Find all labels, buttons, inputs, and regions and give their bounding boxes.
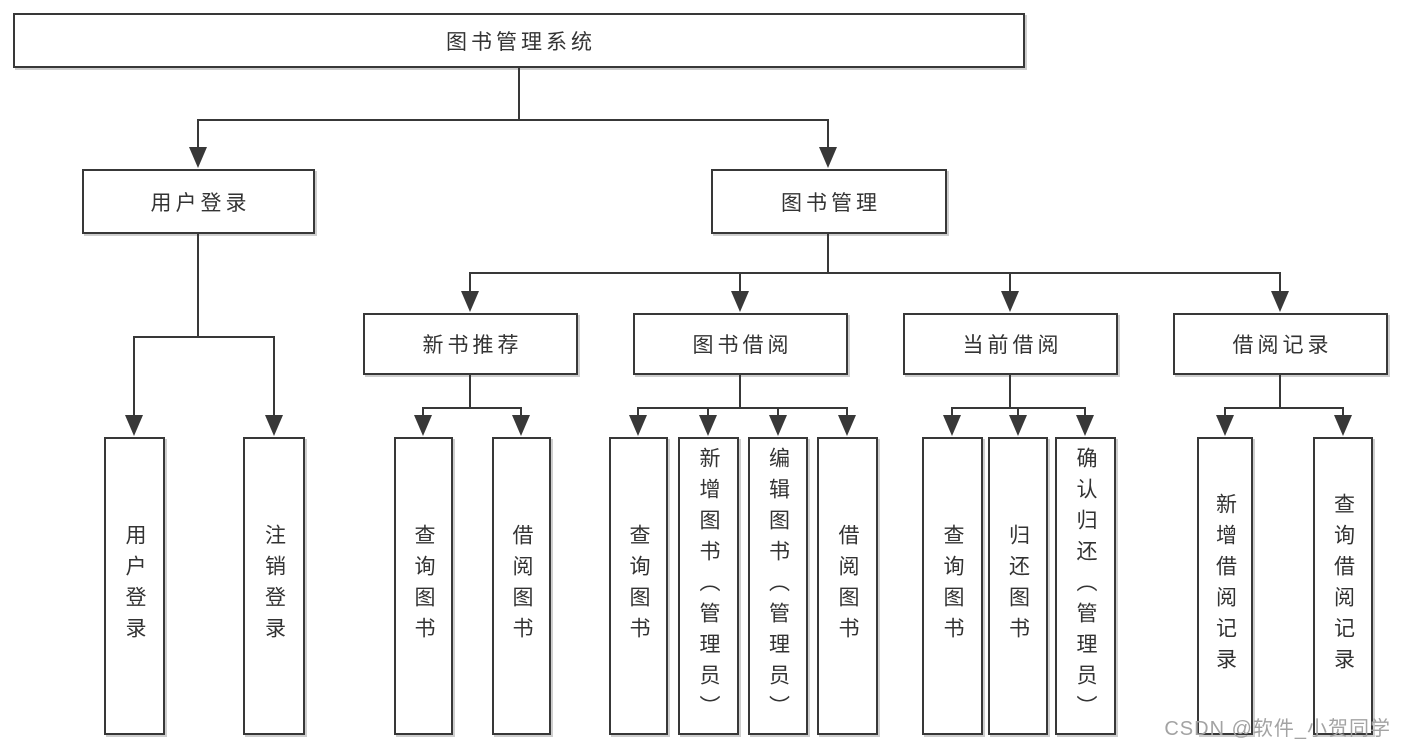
arrowhead-down-icon: [1009, 415, 1027, 436]
node-query-books-2: 查询图书: [609, 437, 668, 735]
node-user-login-leaf-label: 用户登录: [123, 524, 146, 648]
node-return-book: 归还图书: [988, 437, 1048, 735]
node-query-borrow-record-label: 查询借阅记录: [1331, 493, 1355, 679]
node-root-label: 图书管理系统: [446, 30, 596, 54]
connector-line: [520, 407, 522, 420]
node-book-borrowing-label: 图书借阅: [692, 334, 793, 357]
connector-line: [518, 68, 520, 120]
connector-line: [1009, 375, 1011, 408]
connector-line: [423, 407, 522, 409]
arrowhead-down-icon: [629, 415, 647, 436]
connector-line: [197, 119, 199, 150]
node-user-login: 用户登录: [82, 169, 315, 234]
node-query-books-1: 查询图书: [394, 437, 453, 735]
node-query-books-3-label: 查询图书: [941, 524, 964, 648]
connector-line: [638, 407, 848, 409]
connector-line: [1009, 272, 1011, 294]
arrowhead-down-icon: [1271, 291, 1289, 312]
node-edit-book-admin: 编辑图书（管理员）: [748, 437, 808, 735]
arrowhead-down-icon: [769, 415, 787, 436]
arrowhead-down-icon: [699, 415, 717, 436]
connector-line: [1279, 272, 1281, 294]
node-borrow-books-1: 借阅图书: [492, 437, 551, 735]
connector-line: [469, 375, 471, 408]
connector-line: [1084, 407, 1086, 420]
arrowhead-down-icon: [1001, 291, 1019, 312]
node-logout: 注销登录: [243, 437, 305, 735]
node-book-management-label: 图书管理: [781, 191, 881, 215]
arrowhead-down-icon: [731, 291, 749, 312]
arrowhead-down-icon: [125, 415, 143, 436]
arrowhead-down-icon: [943, 415, 961, 436]
node-edit-book-admin-label: 编辑图书（管理员）: [766, 446, 790, 726]
node-user-login-leaf: 用户登录: [104, 437, 165, 735]
connector-line: [1017, 407, 1019, 420]
connector-line: [1342, 407, 1344, 420]
connector-line: [422, 407, 424, 420]
arrowhead-down-icon: [461, 291, 479, 312]
node-borrow-books-1-label: 借阅图书: [510, 524, 533, 648]
connector-line: [469, 272, 471, 294]
node-add-book-admin-label: 新增图书（管理员）: [697, 446, 720, 726]
node-borrow-books-2: 借阅图书: [817, 437, 878, 735]
connector-line: [198, 119, 829, 121]
arrowhead-down-icon: [819, 147, 837, 168]
node-new-book-recommend: 新书推荐: [363, 313, 578, 375]
node-book-management: 图书管理: [711, 169, 947, 234]
node-confirm-return-admin-label: 确认归还（管理员）: [1074, 446, 1097, 726]
arrowhead-down-icon: [512, 415, 530, 436]
node-user-login-label: 用户登录: [150, 191, 251, 215]
connector-line: [777, 407, 779, 420]
node-current-borrowing-label: 当前借阅: [962, 334, 1063, 357]
connector-line: [637, 407, 639, 420]
node-new-book-recommend-label: 新书推荐: [422, 334, 523, 357]
node-query-books-3: 查询图书: [922, 437, 983, 735]
arrowhead-down-icon: [414, 415, 432, 436]
node-borrowing-records-label: 借阅记录: [1232, 334, 1333, 357]
arrowhead-down-icon: [838, 415, 856, 436]
connector-line: [470, 272, 1281, 274]
connector-line: [846, 407, 848, 420]
arrowhead-down-icon: [265, 415, 283, 436]
connector-line: [739, 272, 741, 294]
connector-line: [134, 336, 275, 338]
node-add-borrow-record: 新增借阅记录: [1197, 437, 1253, 735]
csdn-watermark: CSDN @软件_小贺同学: [1164, 718, 1391, 740]
connector-line: [1224, 407, 1226, 420]
node-query-books-2-label: 查询图书: [627, 524, 650, 648]
connector-line: [273, 336, 275, 420]
node-borrow-books-2-label: 借阅图书: [836, 524, 859, 648]
node-query-borrow-record: 查询借阅记录: [1313, 437, 1373, 735]
arrowhead-down-icon: [1076, 415, 1094, 436]
connector-line: [707, 407, 709, 420]
connector-line: [197, 234, 199, 336]
node-root: 图书管理系统: [13, 13, 1025, 68]
node-current-borrowing: 当前借阅: [903, 313, 1118, 375]
node-query-books-1-label: 查询图书: [412, 524, 435, 648]
node-borrowing-records: 借阅记录: [1173, 313, 1388, 375]
connector-line: [827, 119, 829, 150]
node-logout-label: 注销登录: [262, 524, 286, 648]
connector-line: [1279, 375, 1281, 408]
arrowhead-down-icon: [189, 147, 207, 168]
node-add-borrow-record-label: 新增借阅记录: [1213, 493, 1237, 679]
arrowhead-down-icon: [1216, 415, 1234, 436]
connector-line: [739, 375, 741, 408]
connector-line: [952, 407, 1086, 409]
node-book-borrowing: 图书借阅: [633, 313, 848, 375]
node-add-book-admin: 新增图书（管理员）: [678, 437, 739, 735]
connector-line: [1225, 407, 1344, 409]
connector-line: [827, 234, 829, 274]
connector-line: [951, 407, 953, 420]
connector-line: [133, 336, 135, 420]
node-confirm-return-admin: 确认归还（管理员）: [1055, 437, 1116, 735]
arrowhead-down-icon: [1334, 415, 1352, 436]
node-return-book-label: 归还图书: [1006, 524, 1030, 648]
